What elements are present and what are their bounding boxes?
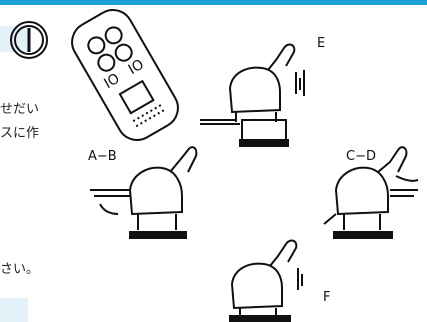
position-label-e: E — [317, 36, 325, 51]
position-label-ab: A−B — [88, 149, 117, 164]
position-label-cd: C−D — [346, 149, 376, 164]
svg-text:IO: IO — [101, 71, 122, 92]
remote-control-icon: IO IO — [65, 3, 185, 148]
position-label-f: F — [323, 290, 330, 305]
recliner-chair-icon-e — [200, 45, 304, 146]
power-button-icon — [11, 22, 47, 58]
recliner-chair-icon-f — [230, 241, 302, 322]
